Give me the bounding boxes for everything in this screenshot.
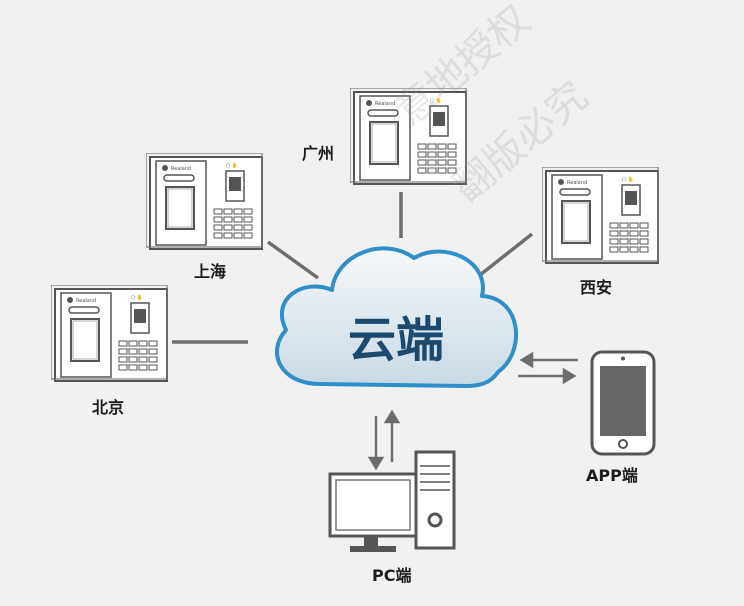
device-shanghai (146, 153, 263, 250)
label-xian: 西安 (580, 278, 613, 297)
phone-icon (590, 350, 656, 456)
cloud-label: 云端 (347, 312, 444, 368)
device-beijing (51, 285, 168, 382)
label-beijing: 北京 (92, 398, 125, 417)
pc-icon (328, 450, 456, 552)
app-arrows (518, 351, 578, 385)
connector-lines (172, 192, 534, 344)
cloud-shape (275, 246, 519, 388)
label-app: APP端 (586, 466, 638, 485)
pc-arrows (367, 409, 401, 471)
label-shanghai: 上海 (194, 262, 227, 281)
line-xian (478, 232, 534, 277)
device-xian (542, 167, 659, 264)
label-guangzhou: 广州 (302, 144, 335, 163)
label-pc: PC端 (372, 566, 412, 585)
line-shanghai (266, 240, 320, 280)
